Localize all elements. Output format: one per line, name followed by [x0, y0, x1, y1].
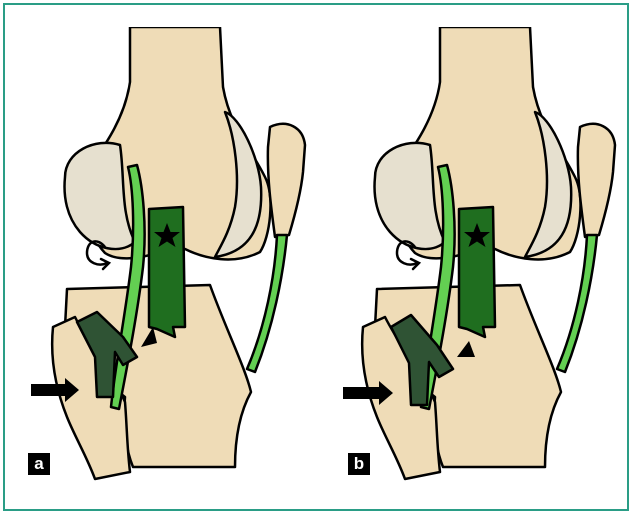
figure-frame: a b	[3, 3, 629, 511]
fibula-bone	[578, 124, 615, 237]
panel-a-diagram	[25, 27, 315, 497]
fibula-bone	[268, 124, 305, 237]
panel-b-diagram	[335, 27, 625, 497]
panel-label-a: a	[28, 453, 50, 475]
panel-label-b: b	[348, 453, 370, 475]
